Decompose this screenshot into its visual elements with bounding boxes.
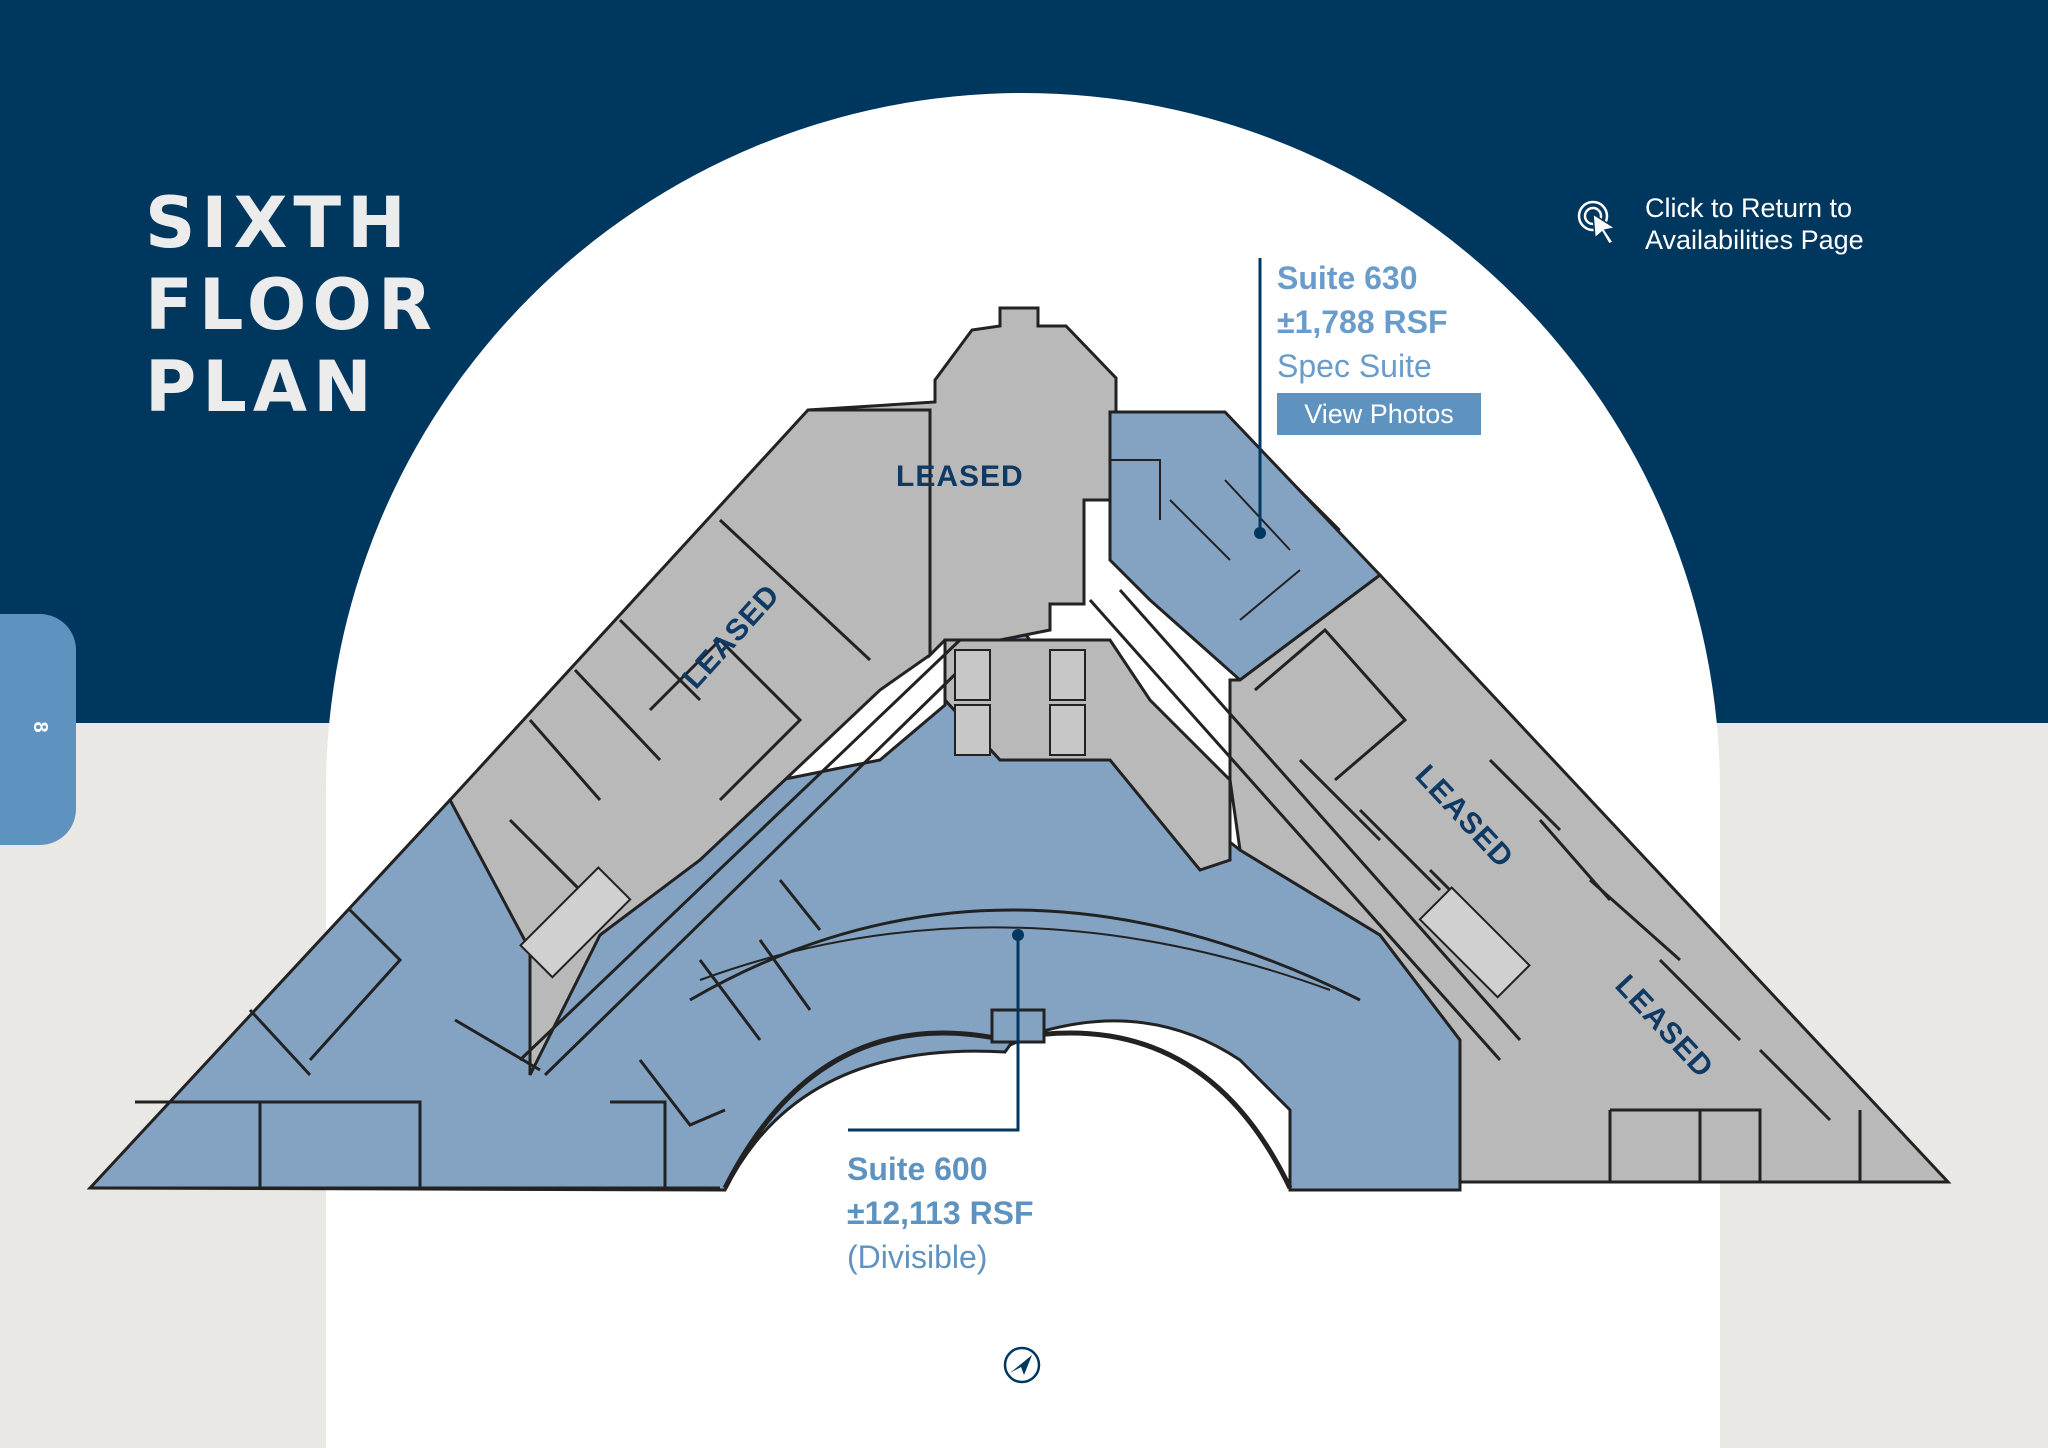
title-line-1: SIXTH [145,182,412,264]
leased-label-top: LEASED [896,460,1024,493]
return-to-availabilities-link[interactable]: Click to Return to Availabilities Page [1575,192,1885,262]
pointer-click-icon [1577,200,1617,245]
room-partitions-suite-630 [1110,459,1341,621]
stairwell-right [1418,886,1531,999]
leased-right-area [1228,572,1952,1184]
stairwell-left [519,866,632,979]
title-line-3: PLAN [145,346,378,428]
north-arrow-icon [1003,1346,1041,1384]
elevator-core [954,649,1086,756]
suite-630-area [1108,410,1383,682]
suite-630-type: Spec Suite [1277,348,1432,384]
view-photos-button[interactable]: View Photos [1277,393,1481,435]
suite-600-marker [1012,929,1024,941]
page-tab [0,614,76,845]
page-number: 8 [29,721,51,733]
page-title: SIXTH FLOOR PLAN [145,182,438,428]
inner-corridor-curve-2 [699,926,1331,991]
return-line-2: Availabilities Page [1645,225,1864,255]
return-text: Click to Return to Availabilities Page [1645,192,1864,256]
suite-600-leader [848,935,1020,1132]
suite-600-info: Suite 600 ±12,113 RSF (Divisible) [847,1147,1034,1279]
return-line-1: Click to Return to [1645,193,1853,223]
suite-600-rsf: ±12,113 RSF [847,1195,1034,1231]
suite-600-name: Suite 600 [847,1151,988,1187]
corridor-right [1088,589,1522,1061]
suite-600-note: (Divisible) [847,1239,988,1275]
title-line-2: FLOOR [145,264,438,346]
corridor-left [518,638,982,1077]
room-partitions-left [90,879,822,1190]
suite-630-name: Suite 630 [1277,260,1418,296]
suite-630-info: Suite 630 ±1,788 RSF Spec Suite [1277,256,1448,388]
suite-630-marker [1254,527,1266,539]
room-partitions-leased-left [508,518,872,902]
suite-630-rsf: ±1,788 RSF [1277,304,1448,340]
